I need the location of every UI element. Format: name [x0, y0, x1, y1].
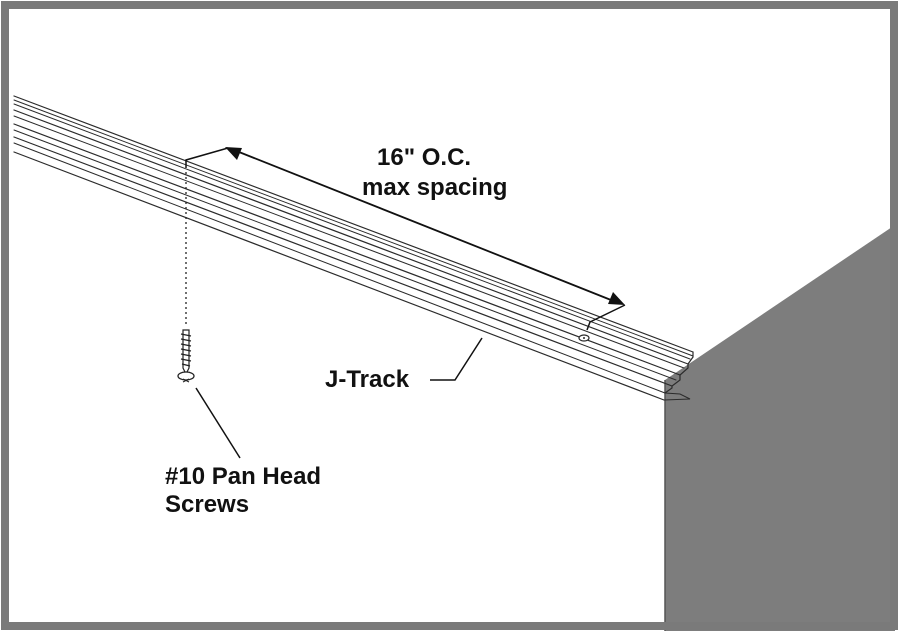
- spacing-label-line1: 16" O.C.: [377, 144, 471, 171]
- track-channel-inner: [13, 115, 685, 369]
- screws-label-line1: #10 Pan Head: [165, 463, 321, 490]
- spacing-dimension-line: [233, 149, 617, 303]
- spacing-arrowhead-right: [608, 292, 625, 305]
- screw-head: [177, 371, 195, 381]
- track-front-top: [13, 123, 681, 376]
- spacing-extension-left: [185, 147, 229, 168]
- track-end-flange: [663, 392, 691, 401]
- track-flange-bottom: [13, 151, 665, 401]
- j-track: [13, 95, 694, 401]
- spacing-extension-right: [586, 304, 626, 331]
- track-flange-top: [13, 142, 666, 394]
- track-top-edge: [13, 95, 694, 353]
- spacing-arrowhead-left: [225, 147, 242, 160]
- spacing-label-line2: max spacing: [362, 174, 507, 201]
- track-front-face: [13, 136, 673, 387]
- screws-label-line2: Screws: [165, 491, 249, 518]
- installed-screw-slot: [583, 337, 585, 339]
- screw-drive: [182, 378, 190, 383]
- wall-side-face: [665, 225, 895, 631]
- track-end-profile: [664, 351, 694, 394]
- spacing-dimension: [185, 147, 626, 331]
- j-track-label: J-Track: [325, 366, 410, 393]
- j-track-leader-line: [430, 337, 483, 381]
- screw-shank: [182, 329, 190, 376]
- track-top-groove-1: [13, 99, 694, 357]
- screws-leader-line: [195, 387, 241, 459]
- pan-head-screw: [177, 172, 195, 383]
- track-top-groove-2: [13, 103, 691, 360]
- track-channel-edge: [13, 109, 689, 365]
- screw-threads: [180, 333, 192, 367]
- track-front-inner: [13, 129, 677, 381]
